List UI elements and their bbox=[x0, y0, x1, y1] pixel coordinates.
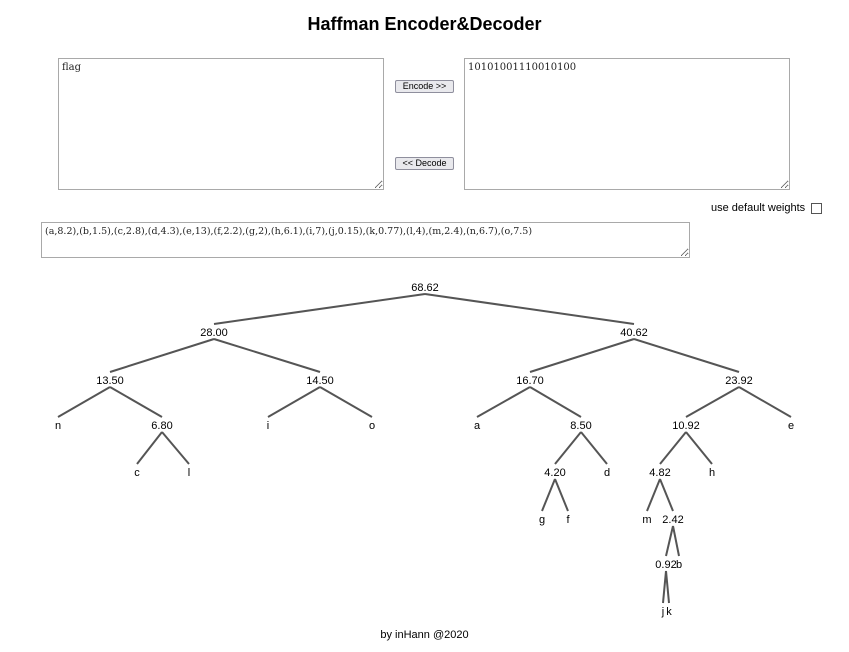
tree-edge bbox=[665, 525, 674, 557]
tree-leaf-symbol: d bbox=[604, 467, 610, 479]
tree-leaf-symbol: l bbox=[188, 467, 190, 479]
weights-input[interactable] bbox=[41, 222, 690, 258]
tree-edge bbox=[554, 431, 582, 465]
tree-node-weight: 2.42 bbox=[662, 514, 683, 526]
tree-node-weight: 40.62 bbox=[620, 327, 648, 339]
tree-edge bbox=[646, 478, 661, 512]
tree-edge bbox=[672, 525, 680, 557]
default-weights-option: use default weights bbox=[711, 202, 823, 214]
tree-edge bbox=[57, 386, 111, 418]
tree-edge bbox=[267, 386, 321, 418]
tree-leaf-symbol: m bbox=[642, 514, 651, 526]
tree-leaf-symbol: o bbox=[369, 420, 375, 432]
tree-node-weight: 16.70 bbox=[516, 375, 544, 387]
tree-edge bbox=[738, 386, 792, 418]
tree-edge bbox=[633, 338, 740, 373]
tree-leaf-symbol: j bbox=[661, 606, 664, 618]
plain-text-input[interactable] bbox=[58, 58, 384, 190]
tree-leaf-symbol: i bbox=[267, 420, 269, 432]
tree-edge bbox=[529, 386, 582, 418]
tree-edge bbox=[529, 338, 635, 373]
tree-leaf-symbol: n bbox=[55, 420, 61, 432]
tree-node-weight: 4.82 bbox=[649, 467, 670, 479]
footer-credit: by inHann @2020 bbox=[380, 629, 469, 641]
tree-leaf-symbol: b bbox=[676, 559, 682, 571]
tree-leaf-symbol: f bbox=[566, 514, 570, 526]
tree-edge bbox=[541, 478, 556, 512]
tree-edge bbox=[136, 431, 163, 465]
tree-leaf-symbol: e bbox=[788, 420, 794, 432]
tree-edge bbox=[424, 293, 635, 325]
tree-leaf-symbol: h bbox=[709, 467, 715, 479]
tree-edge bbox=[665, 570, 670, 604]
encoded-bits-output[interactable] bbox=[464, 58, 790, 190]
tree-node-weight: 8.50 bbox=[570, 420, 591, 432]
page-title: Haffman Encoder&Decoder bbox=[307, 14, 542, 34]
tree-edge bbox=[213, 338, 321, 373]
tree-edge bbox=[476, 386, 531, 418]
tree-node-weight: 14.50 bbox=[306, 375, 334, 387]
decode-button[interactable]: << Decode bbox=[395, 157, 454, 170]
tree-node-weight: 4.20 bbox=[544, 467, 565, 479]
encode-button[interactable]: Encode >> bbox=[395, 80, 454, 93]
tree-leaf-symbol: a bbox=[474, 420, 481, 432]
tree-leaf-symbol: g bbox=[539, 514, 545, 526]
tree-edge bbox=[161, 431, 190, 465]
tree-leaf-symbol: c bbox=[134, 467, 140, 479]
default-weights-checkbox[interactable] bbox=[811, 202, 823, 214]
tree-edge bbox=[109, 338, 215, 373]
tree-node-weight: 23.92 bbox=[725, 375, 753, 387]
tree-edge bbox=[685, 386, 740, 418]
tree-edge bbox=[319, 386, 373, 418]
tree-edge bbox=[659, 478, 674, 512]
tree-edge bbox=[659, 431, 687, 465]
tree-node-weight: 68.62 bbox=[411, 282, 439, 294]
tree-leaf-symbol: k bbox=[666, 606, 672, 618]
tree-edge bbox=[554, 478, 569, 512]
tree-edge bbox=[213, 293, 426, 325]
tree-node-weight: 28.00 bbox=[200, 327, 228, 339]
tree-node-weight: 10.92 bbox=[672, 420, 700, 432]
tree-edge bbox=[580, 431, 608, 465]
tree-edge bbox=[685, 431, 713, 465]
default-weights-label: use default weights bbox=[711, 202, 806, 214]
tree-node-weight: 13.50 bbox=[96, 375, 124, 387]
tree-node-weight: 6.80 bbox=[151, 420, 172, 432]
tree-edge bbox=[109, 386, 163, 418]
tree-node-weight: 0.92 bbox=[655, 559, 676, 571]
